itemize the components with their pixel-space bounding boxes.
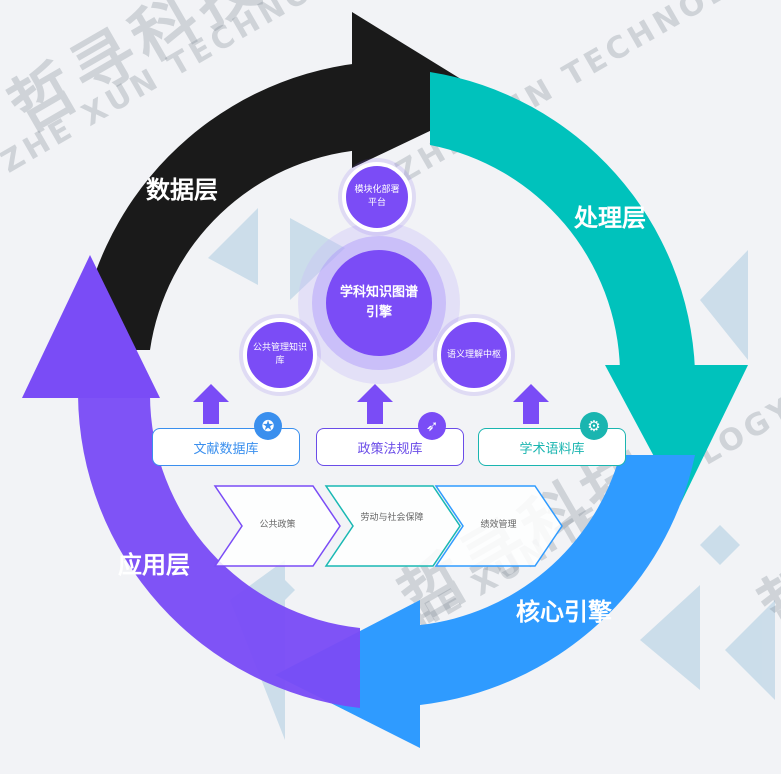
star-icon: ✪: [254, 412, 282, 440]
gear-icon: ⚙: [580, 412, 608, 440]
db-corpus: 学术语料库: [478, 428, 626, 466]
up-arrow-1: [193, 384, 229, 424]
module-semantic-label: 语义理解中枢: [447, 349, 502, 360]
db-corpus-label: 学术语料库: [519, 441, 585, 457]
module-deploy-platform: 模块化部署平台: [342, 162, 412, 232]
layer-label-engine: 核心引擎: [516, 598, 612, 626]
layer-label-process: 处理层: [574, 204, 646, 232]
domain-label-labor-security: 劳动与社会保障: [360, 513, 424, 523]
chevron-public-policy: [213, 485, 341, 567]
layer-label-data: 数据层: [146, 176, 218, 204]
up-arrow-2: [357, 384, 393, 424]
chevron-labor-security: [324, 485, 461, 567]
db-policy-label: 政策法规库: [357, 441, 423, 457]
chevron-performance: [434, 485, 563, 567]
module-public-admin-label: 公共管理知识库: [253, 343, 308, 366]
engine-core-label: 学科知识图谱引擎: [339, 285, 418, 320]
up-arrow-3: [513, 384, 549, 424]
domain-label-public-policy: 公共政策: [259, 520, 296, 530]
rocket-icon: ➶: [418, 412, 446, 440]
layer-label-application: 应用层: [118, 551, 190, 579]
arrow-data-layer: [78, 12, 495, 350]
module-semantic-hub: 语义理解中枢: [437, 318, 511, 392]
module-deploy-label: 模块化部署平台: [354, 185, 400, 208]
engine-core: 学科知识图谱引擎: [326, 250, 432, 356]
domain-label-performance: 绩效管理: [480, 520, 517, 530]
module-public-admin-kb: 公共管理知识库: [243, 318, 317, 392]
arrow-application-layer: [22, 255, 360, 708]
db-literature-label: 文献数据库: [193, 441, 259, 457]
arrow-process-layer: [430, 72, 748, 505]
